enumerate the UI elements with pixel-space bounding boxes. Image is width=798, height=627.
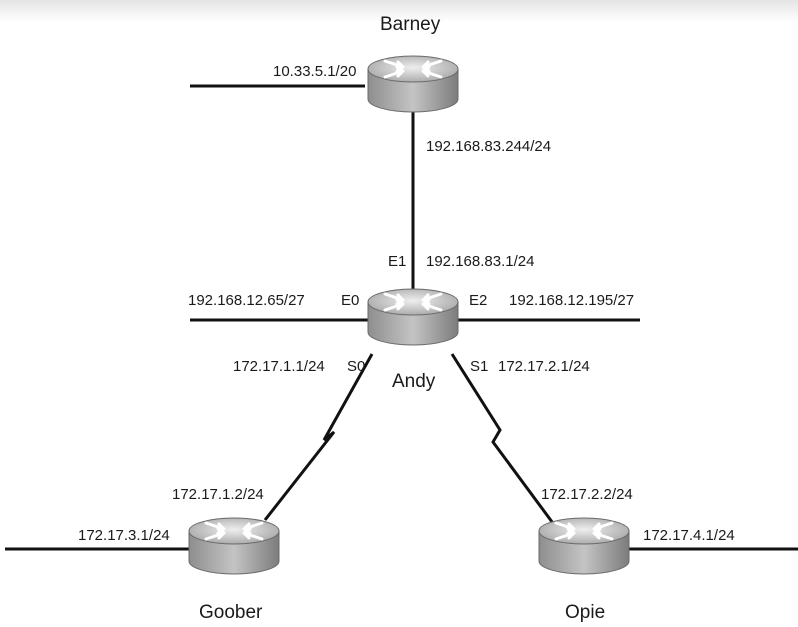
barney-router-icon — [366, 54, 460, 114]
andy-e2-address: 192.168.12.195/27 — [509, 292, 635, 309]
andy-e1-address: 192.168.83.1/24 — [426, 253, 535, 270]
opie-lan-address: 172.17.4.1/24 — [643, 527, 735, 544]
goober-serial-address: 172.17.1.2/24 — [172, 486, 264, 503]
andy-e0-address: 192.168.12.65/27 — [188, 292, 305, 309]
barney-lan-address: 10.33.5.1/20 — [273, 63, 357, 80]
andy-goober-serial-link — [263, 353, 374, 521]
andy-router-label: Andy — [392, 371, 436, 392]
barney-router-label: Barney — [380, 14, 441, 35]
interface-s1-label: S1 — [470, 358, 489, 375]
andy-opie-serial-link — [450, 353, 560, 531]
interface-e2-label: E2 — [469, 292, 488, 309]
barney-link-address: 192.168.83.244/24 — [426, 138, 552, 155]
interface-s0-label: S0 — [347, 358, 366, 375]
goober-router-icon — [187, 516, 281, 576]
opie-serial-address: 172.17.2.2/24 — [541, 486, 633, 503]
andy-router-icon — [366, 287, 460, 347]
andy-s1-address: 172.17.2.1/24 — [498, 358, 590, 375]
goober-router-label: Goober — [199, 602, 263, 623]
opie-router-label: Opie — [565, 602, 606, 623]
goober-lan-address: 172.17.3.1/24 — [78, 527, 170, 544]
interface-e1-label: E1 — [388, 253, 407, 270]
top-edge-shading — [0, 0, 798, 22]
opie-router-icon — [537, 516, 631, 576]
andy-s0-address: 172.17.1.1/24 — [233, 358, 325, 375]
interface-e0-label: E0 — [341, 292, 360, 309]
